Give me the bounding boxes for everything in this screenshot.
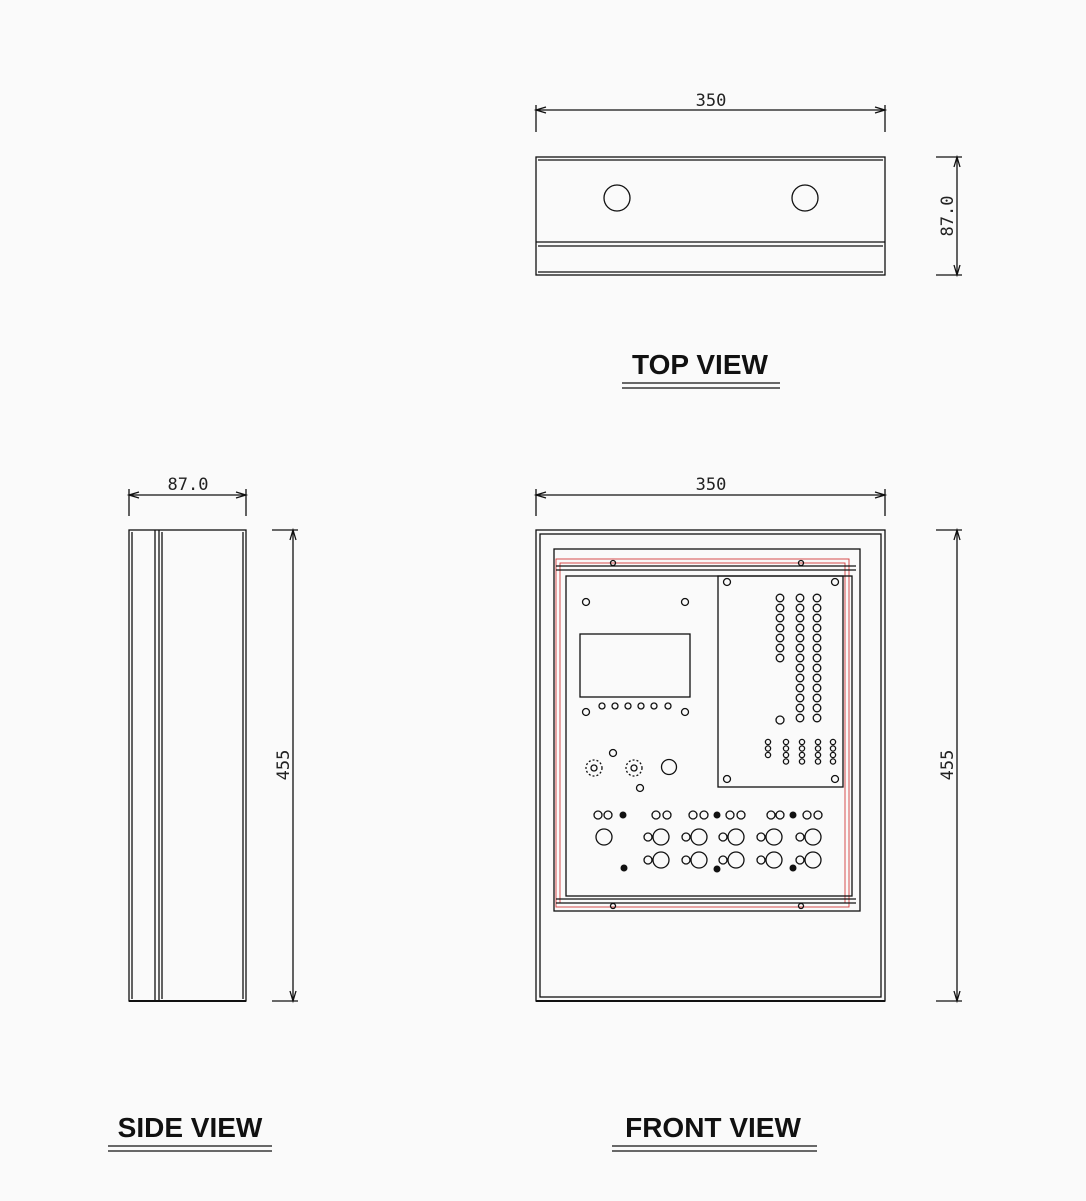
terminal [812,683,822,693]
terminal [829,758,837,765]
front-view-width-dimension: 350 [533,475,888,516]
front-view-width-label: 350 [696,475,727,495]
terminal [782,751,790,759]
terminal-board [717,575,844,788]
terminal [775,623,785,633]
terminal [812,663,822,673]
terminal [782,758,790,765]
terminal [812,593,822,603]
front-view-title: FRONT VIEW [612,1112,817,1152]
terminal [795,593,805,603]
terminal [775,603,785,613]
terminal [795,653,805,663]
terminal [812,673,822,683]
top-view-body [535,156,886,276]
terminal [795,683,805,693]
terminal [812,703,822,713]
terminal [775,593,785,603]
terminal [775,653,785,663]
top-view-title-text: TOP VIEW [632,349,768,380]
terminal [795,603,805,613]
terminal [814,751,822,759]
front-view-enclosure [535,529,886,1002]
display-screen [579,633,691,698]
terminal [782,738,790,746]
side-view: 87.0 455 SIDE VIEW [108,475,298,1152]
front-view-height-dimension: 455 [936,527,962,1004]
top-view: 350 87.0 TOP VIEW [533,91,962,389]
top-hole-left [603,184,631,212]
side-view-depth-dimension: 87.0 [126,475,249,516]
terminal [814,738,822,746]
terminal [795,673,805,683]
terminal [812,633,822,643]
side-view-height-dimension: 455 [272,527,298,1004]
top-view-depth-label: 87.0 [938,196,958,237]
terminal [795,613,805,623]
terminal [812,643,822,653]
terminal [795,693,805,703]
terminal [782,745,790,752]
terminal [814,758,822,765]
terminal [829,738,837,746]
terminal [795,663,805,673]
top-hole-right [791,184,819,212]
terminal [812,623,822,633]
terminal [764,738,772,746]
terminal [775,633,785,643]
terminal [829,745,837,752]
terminal [798,745,806,752]
terminal [795,713,805,723]
side-view-title-text: SIDE VIEW [118,1112,263,1143]
terminal [795,643,805,653]
side-view-height-label: 455 [274,750,294,781]
terminal [795,703,805,713]
front-view-height-label: 455 [938,750,958,781]
side-view-title: SIDE VIEW [108,1112,272,1152]
side-view-body [128,529,247,1002]
display-buttons [598,702,672,710]
terminal [795,633,805,643]
front-view-title-text: FRONT VIEW [625,1112,801,1143]
terminal [798,738,806,746]
terminal [775,613,785,623]
top-view-width-dimension: 350 [533,91,888,132]
terminal [775,643,785,653]
top-view-width-label: 350 [696,91,727,111]
terminal [798,758,806,765]
terminal [812,613,822,623]
terminal [814,745,822,752]
terminal [812,653,822,663]
control-panel [565,575,853,897]
top-view-depth-dimension: 87.0 [936,154,962,278]
terminal [812,603,822,613]
terminal [812,693,822,703]
terminal [829,751,837,759]
top-view-title: TOP VIEW [622,349,780,389]
terminal [764,745,772,752]
jack-rows [593,810,823,873]
terminal [812,713,822,723]
side-view-depth-label: 87.0 [168,475,209,495]
terminal [764,751,772,759]
front-view: 350 [533,475,962,1152]
terminal-grid [764,593,837,765]
mounting-outline [555,558,850,908]
knobs [585,748,678,793]
rail-screws [609,559,805,910]
terminal [795,623,805,633]
terminal [798,751,806,759]
